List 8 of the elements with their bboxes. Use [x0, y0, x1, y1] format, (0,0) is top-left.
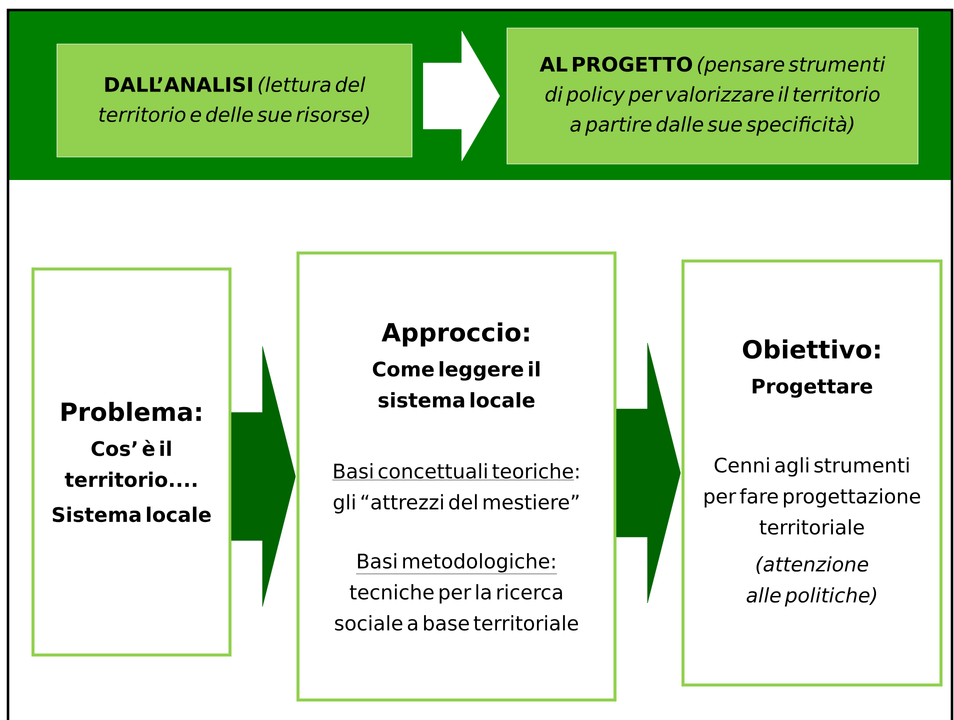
- block-arrow: [423, 30, 500, 162]
- heading-box: DALL’ANALISI (lettura del territorio e delle sue risorse): [56, 44, 412, 158]
- content-box: Obiettivo: Progettare Cenni agli strumenti per fare progettazione territoriale (attenzione alle politiche): [682, 260, 942, 686]
- content-box: Approccio: Come leggere il sistema locale Basi concettuali teoriche : gli “attrezzi del mestiere” Basi metodologiche: tecniche per la ricerca sociale a base territoriale: [296, 251, 616, 702]
- block-arrow: [616, 342, 681, 604]
- block-arrow: [231, 346, 296, 607]
- heading-box: AL PROGETTO (pensare strumenti di policy per valorizzare il territorio a partire dalle sue specificità): [506, 28, 918, 164]
- content-box: Problema: Cos’ è il territorio.... Sistema locale: [32, 267, 232, 656]
